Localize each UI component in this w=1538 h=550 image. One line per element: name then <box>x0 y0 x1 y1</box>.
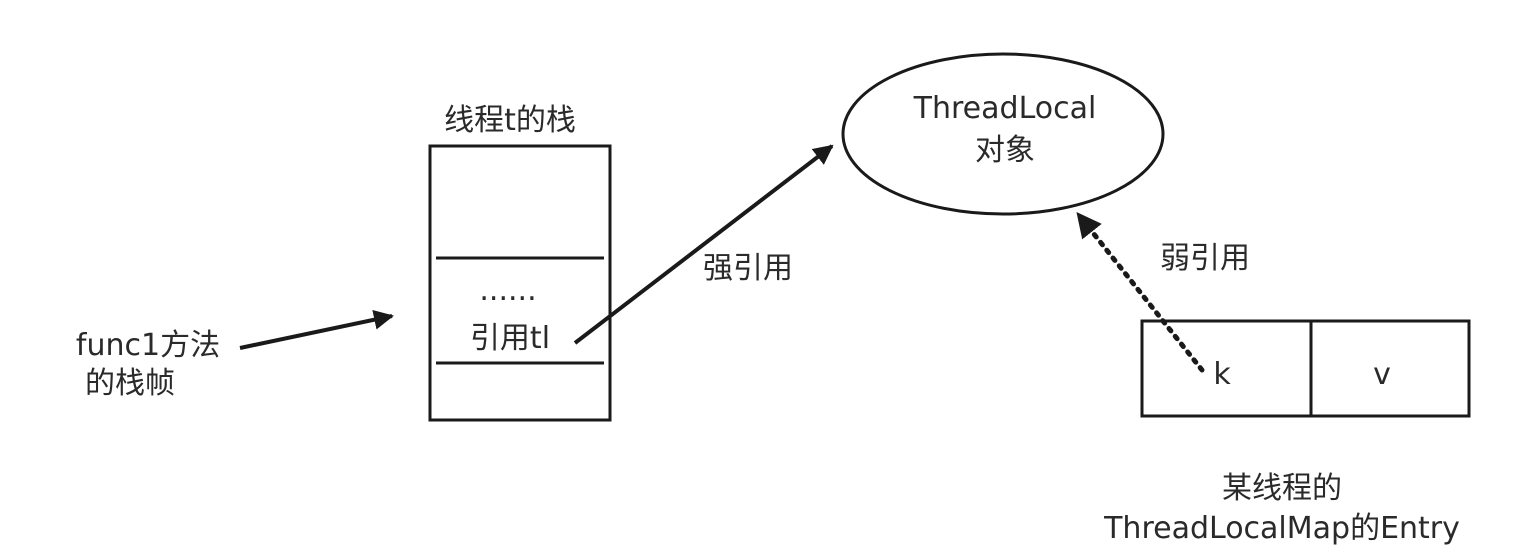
stack-box <box>428 144 612 422</box>
strong-ref-label: 强引用 <box>703 251 793 286</box>
stack-ellipsis: ...... <box>479 273 536 308</box>
weak-ref-label: 弱引用 <box>1160 241 1250 276</box>
frame-label-line1: func1方法 <box>76 328 220 363</box>
threadlocal-object <box>841 52 1165 216</box>
frame-arrow <box>239 309 394 350</box>
stack-ref-tl: 引用tl <box>470 321 550 356</box>
entry-box <box>1140 319 1471 418</box>
entry-caption-line2: ThreadLocalMap的Entry <box>1103 511 1460 546</box>
entry-caption-line1: 某线程的 <box>1222 471 1342 506</box>
threadlocal-line1: ThreadLocal <box>913 91 1097 126</box>
frame-label-line2: 的栈帧 <box>85 366 175 401</box>
strong-ref-arrow <box>573 144 834 345</box>
stack-title: 线程t的栈 <box>444 103 576 138</box>
weak-ref-arrow <box>1075 211 1205 373</box>
threadlocal-line2: 对象 <box>975 133 1035 168</box>
entry-value: v <box>1373 357 1391 392</box>
entry-key: k <box>1213 357 1231 392</box>
